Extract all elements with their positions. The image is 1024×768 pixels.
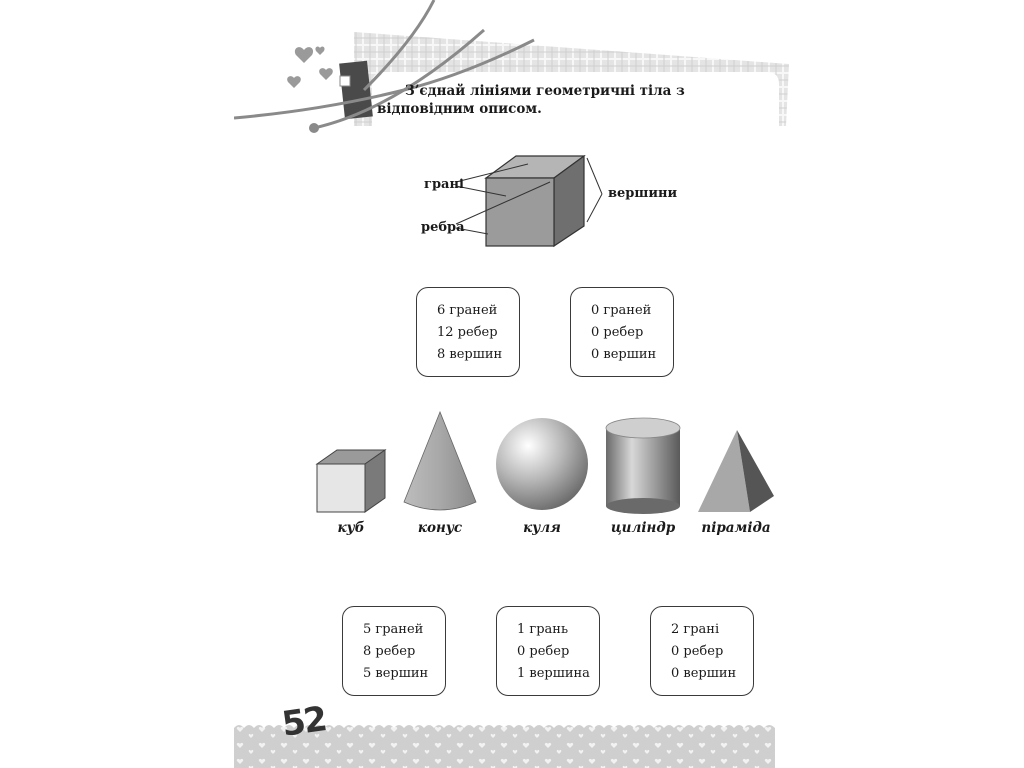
card-line: 8 ребер	[363, 644, 416, 659]
branch-line	[362, 0, 436, 92]
card-line: 0 граней	[591, 303, 652, 318]
description-card[interactable]: 1 грань 0 ребер 1 вершина	[496, 606, 600, 696]
edges-label: ребра	[421, 220, 465, 235]
card-line: 5 граней	[363, 622, 424, 637]
shape-label-sphere: куля	[523, 520, 561, 536]
card-line: 0 ребер	[591, 325, 644, 340]
tag-shape	[339, 60, 373, 120]
card-line: 1 вершина	[517, 666, 590, 681]
card-line: 2 грані	[671, 622, 720, 637]
branch-line	[313, 28, 485, 130]
description-card[interactable]: 6 граней 12 ребер 8 вершин	[416, 287, 520, 377]
card-line: 6 граней	[437, 303, 498, 318]
cylinder-icon[interactable]	[605, 417, 681, 514]
tag-hole	[339, 75, 351, 87]
footer-band	[234, 725, 775, 768]
card-line: 8 вершин	[437, 347, 503, 362]
task-instruction: З’єднай лініями геометричні тіла з відпо…	[377, 83, 685, 117]
plaid-banner	[354, 32, 789, 126]
page-number: 52	[279, 699, 328, 745]
cube-icon[interactable]	[315, 449, 387, 513]
card-line: 0 ребер	[517, 644, 570, 659]
vertices-label: вершини	[608, 186, 678, 201]
card-line: 0 вершин	[591, 347, 657, 362]
card-line: 0 вершин	[671, 666, 737, 681]
shapes-row	[315, 410, 774, 514]
description-card[interactable]: 0 граней 0 ребер 0 вершин	[570, 287, 674, 377]
description-card[interactable]: 5 граней 8 ребер 5 вершин	[342, 606, 446, 696]
sphere-icon[interactable]	[496, 418, 588, 510]
card-line: 12 ребер	[437, 325, 498, 340]
shape-label-cube: куб	[337, 520, 365, 536]
shape-label-cylinder: циліндр	[610, 520, 676, 536]
hearts-icon	[287, 46, 333, 88]
shape-label-cone: конус	[417, 520, 463, 536]
shape-label-pyramid: піраміда	[701, 520, 771, 536]
cube-diagram	[455, 154, 603, 248]
pyramid-icon[interactable]	[698, 430, 774, 512]
card-line: 1 грань	[517, 622, 569, 637]
description-card[interactable]: 2 грані 0 ребер 0 вершин	[650, 606, 754, 696]
cone-icon[interactable]	[403, 410, 477, 511]
card-line: 5 вершин	[363, 666, 429, 681]
header-decoration	[234, 0, 789, 133]
faces-label: грані	[424, 177, 464, 192]
card-line: 0 ребер	[671, 644, 724, 659]
